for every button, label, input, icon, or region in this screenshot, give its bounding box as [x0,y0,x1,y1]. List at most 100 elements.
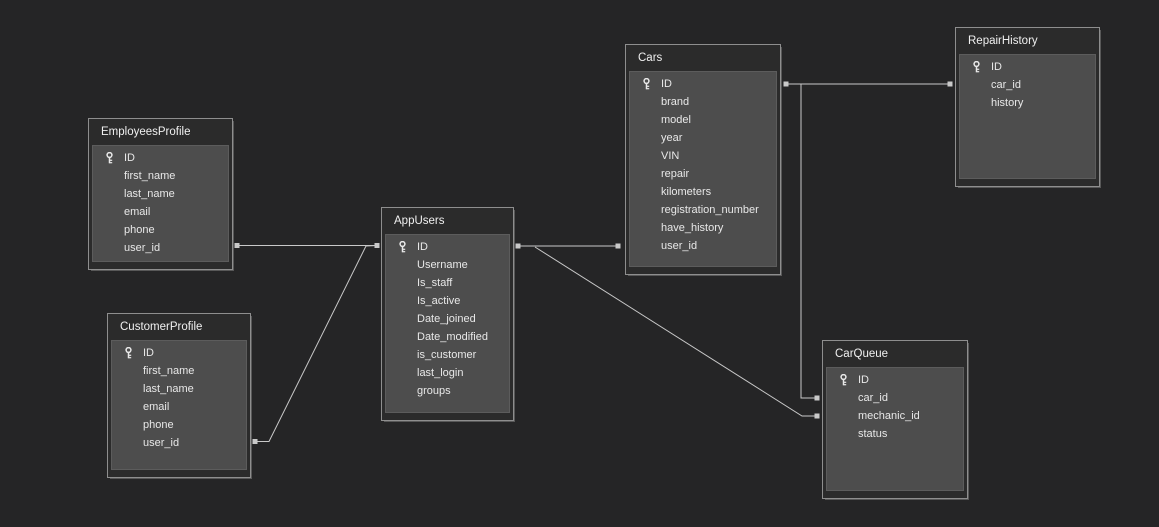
connector-appusers-to-carqueue[interactable] [534,246,820,419]
connector-employeesprofile-to-appusers[interactable] [234,243,380,248]
table-title-customerprofile[interactable]: CustomerProfile [120,321,203,333]
table-title-carqueue[interactable]: CarQueue [835,348,889,360]
connector-cars-to-repairhistory[interactable] [783,81,953,87]
field-user_id[interactable]: user_id [112,434,246,452]
field-label: have_history [661,222,724,234]
field-last_name[interactable]: last_name [112,380,246,398]
connector-endpoint [234,243,240,248]
field-repair[interactable]: repair [630,165,776,183]
connector-endpoint [947,81,953,87]
field-label: last_name [124,188,175,200]
connector-endpoint [814,413,820,419]
field-label: last_name [143,383,194,395]
field-label: Username [417,259,468,271]
field-is_customer[interactable]: is_customer [386,346,509,364]
field-groups[interactable]: groups [386,382,509,400]
field-label: year [661,132,683,144]
field-have_history[interactable]: have_history [630,219,776,237]
field-history[interactable]: history [960,94,1095,112]
field-label: car_id [858,392,888,404]
table-title-employeesprofile[interactable]: EmployeesProfile [101,126,191,138]
field-vin[interactable]: VIN [630,147,776,165]
field-label: user_id [124,242,161,254]
field-last_login[interactable]: last_login [386,364,509,382]
field-label: Is_staff [417,277,453,289]
field-id[interactable]: ID [93,149,228,167]
field-label: ID [991,61,1002,73]
field-label: registration_number [661,204,759,216]
connector-customerprofile-to-appusers[interactable] [252,245,378,445]
field-label: user_id [143,437,180,449]
field-label: ID [417,241,428,253]
field-phone[interactable]: phone [112,416,246,434]
field-kilometers[interactable]: kilometers [630,183,776,201]
field-label: repair [661,168,690,180]
field-status[interactable]: status [827,425,963,443]
field-label: Is_active [417,295,461,307]
field-car_id[interactable]: car_id [827,389,963,407]
connector-appusers-to-cars[interactable] [515,243,621,249]
field-id[interactable]: ID [112,344,246,362]
table-title-repairhistory[interactable]: RepairHistory [968,35,1038,47]
field-id[interactable]: ID [960,58,1095,76]
field-is_staff[interactable]: Is_staff [386,274,509,292]
field-id[interactable]: ID [386,238,509,256]
field-car_id[interactable]: car_id [960,76,1095,94]
field-brand[interactable]: brand [630,93,776,111]
connector-endpoint [615,243,621,249]
connector-endpoint [783,81,789,87]
primary-key-icon [105,151,114,164]
field-first_name[interactable]: first_name [112,362,246,380]
field-label: ID [661,78,672,90]
field-user_id[interactable]: user_id [630,237,776,255]
connector-cars-to-carqueue[interactable] [800,84,820,401]
field-registration_number[interactable]: registration_number [630,201,776,219]
field-date_modified[interactable]: Date_modified [386,328,509,346]
field-label: phone [124,224,155,236]
field-label: ID [143,347,154,359]
field-date_joined[interactable]: Date_joined [386,310,509,328]
field-label: kilometers [661,186,712,198]
field-label: phone [143,419,174,431]
field-id[interactable]: ID [630,75,776,93]
field-model[interactable]: model [630,111,776,129]
field-phone[interactable]: phone [93,221,228,239]
field-year[interactable]: year [630,129,776,147]
field-label: mechanic_id [858,410,920,422]
field-label: email [124,206,151,218]
field-is_active[interactable]: Is_active [386,292,509,310]
field-label: Date_modified [417,331,488,343]
field-id[interactable]: ID [827,371,963,389]
field-username[interactable]: Username [386,256,509,274]
connector-endpoint [252,439,258,444]
field-last_name[interactable]: last_name [93,185,228,203]
field-label: first_name [124,170,176,182]
field-first_name[interactable]: first_name [93,167,228,185]
field-user_id[interactable]: user_id [93,239,228,257]
field-email[interactable]: email [112,398,246,416]
primary-key-icon [642,77,651,90]
field-label: car_id [991,79,1021,91]
primary-key-icon [124,346,133,359]
field-label: history [991,97,1024,109]
field-label: last_login [417,367,464,379]
field-label: status [858,428,888,440]
field-label: ID [124,152,135,164]
table-title-appusers[interactable]: AppUsers [394,215,445,227]
field-email[interactable]: email [93,203,228,221]
primary-key-icon [398,240,407,253]
table-title-cars[interactable]: Cars [638,52,663,64]
connector-endpoint [515,243,521,249]
field-mechanic_id[interactable]: mechanic_id [827,407,963,425]
